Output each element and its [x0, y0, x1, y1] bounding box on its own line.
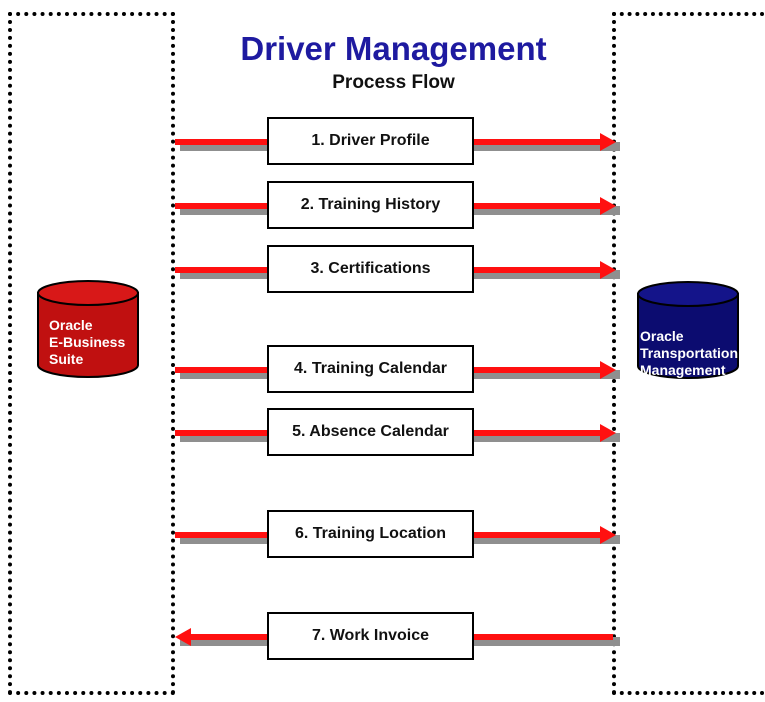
- arrow-left-icon: [175, 628, 191, 646]
- flow-driver-profile: 1. Driver Profile: [0, 117, 765, 167]
- flow-training-location: 6. Training Location: [0, 510, 765, 560]
- arrow-right-icon: [600, 133, 616, 151]
- ebs-boundary: [8, 12, 175, 695]
- otm-label: Oracle Transportation Management: [640, 328, 739, 378]
- ebs-database-icon: Oracle E-Business Suite: [36, 279, 140, 379]
- flow-box-driver-profile: 1. Driver Profile: [267, 117, 474, 165]
- flow-training-history: 2. Training History: [0, 181, 765, 231]
- flow-box-certifications: 3. Certifications: [267, 245, 474, 293]
- flow-box-training-location: 6. Training Location: [267, 510, 474, 558]
- flow-box-training-calendar: 4. Training Calendar: [267, 345, 474, 393]
- diagram-subtitle: Process Flow: [332, 72, 455, 93]
- flow-training-calendar: 4. Training Calendar: [0, 345, 765, 395]
- flow-work-invoice: 7. Work Invoice: [0, 612, 765, 662]
- flow-certifications: 3. Certifications: [0, 245, 765, 295]
- arrow-right-icon: [600, 361, 616, 379]
- ebs-label: Oracle E-Business Suite: [49, 317, 126, 367]
- flow-box-absence-calendar: 5. Absence Calendar: [267, 408, 474, 456]
- arrow-right-icon: [600, 526, 616, 544]
- arrow-right-icon: [600, 424, 616, 442]
- flow-box-training-history: 2. Training History: [267, 181, 474, 229]
- flow-absence-calendar: 5. Absence Calendar: [0, 408, 765, 458]
- arrow-right-icon: [600, 197, 616, 215]
- flow-box-work-invoice: 7. Work Invoice: [267, 612, 474, 660]
- diagram-title: Driver Management: [240, 30, 547, 67]
- otm-boundary: [612, 12, 765, 695]
- arrow-right-icon: [600, 261, 616, 279]
- otm-database-icon: Oracle Transportation Management: [636, 280, 740, 380]
